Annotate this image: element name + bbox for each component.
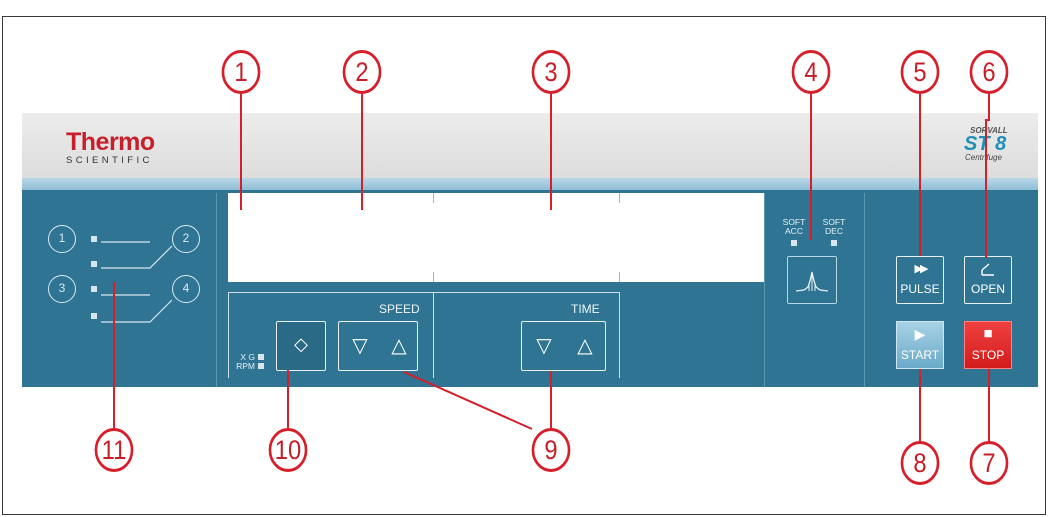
- panel-header: [22, 113, 1038, 180]
- speed-up-button[interactable]: △: [391, 335, 407, 357]
- soft-dec-led: [831, 240, 837, 246]
- speed-adjust-keys: [338, 321, 418, 371]
- soft-acc-label-1: SOFT: [782, 217, 806, 227]
- time-section-line: [433, 292, 434, 378]
- program-button-1[interactable]: 1: [48, 225, 76, 253]
- display-tick-1: [433, 193, 434, 203]
- display-tick-3: [433, 272, 434, 282]
- thermo-logo: Thermo: [66, 128, 155, 156]
- panel-divider-left: [216, 193, 217, 387]
- program-led-4: [91, 313, 97, 319]
- time-down-button[interactable]: ▽: [536, 335, 552, 357]
- product-type: Centrifuge: [965, 153, 1002, 162]
- unit-xg-led: [258, 354, 264, 360]
- unit-rpm-label: RPM: [236, 361, 255, 371]
- speed-section-line: [228, 292, 229, 378]
- pulse-button-label: PULSE: [900, 282, 940, 296]
- start-button-label: START: [900, 348, 940, 362]
- callout-10: 10: [268, 428, 308, 472]
- open-button-label: OPEN: [970, 282, 1005, 296]
- program-button-4[interactable]: 4: [172, 275, 200, 303]
- soft-acc-led: [791, 240, 797, 246]
- stop-button[interactable]: ■ STOP: [964, 321, 1012, 369]
- speed-down-button[interactable]: ▽: [352, 335, 368, 357]
- lid-open-icon: [981, 263, 994, 276]
- speed-label: SPEED: [379, 302, 420, 316]
- callout-8: 8: [900, 441, 940, 485]
- pulse-button[interactable]: ▶▶ PULSE: [896, 256, 944, 304]
- time-up-button[interactable]: △: [577, 335, 593, 357]
- display-tick-2: [619, 193, 620, 203]
- program-button-2[interactable]: 2: [172, 225, 200, 253]
- figure-frame: [2, 16, 1046, 515]
- speed-section-cap: [228, 292, 433, 293]
- soft-dec-label-2: DEC: [825, 226, 843, 236]
- display-screen: [228, 193, 764, 282]
- open-lid-button[interactable]: OPEN: [964, 256, 1012, 304]
- stop-square-icon: ■: [983, 325, 993, 342]
- unit-rpm-led: [258, 363, 264, 369]
- program-led-1: [91, 236, 97, 242]
- soft-mode-button[interactable]: [787, 256, 837, 304]
- fast-forward-icon: ▶▶: [914, 263, 929, 275]
- header-stripe: [22, 178, 1038, 191]
- panel-divider-mid: [764, 193, 765, 387]
- callout-3: 3: [531, 50, 571, 94]
- ramp-curve-icon: [795, 271, 829, 292]
- panel-divider-right: [864, 193, 865, 387]
- callout-5: 5: [900, 50, 940, 94]
- callout-6: 6: [969, 50, 1009, 94]
- callout-4: 4: [791, 50, 831, 94]
- time-section-cap: [433, 292, 619, 293]
- scientific-logo: SCIENTIFIC: [66, 155, 153, 166]
- stop-button-label: STOP: [971, 348, 1005, 362]
- callout-2: 2: [342, 50, 382, 94]
- display-tick-4: [619, 272, 620, 282]
- soft-dec-label-1: SOFT: [822, 217, 846, 227]
- program-led-2: [91, 261, 97, 267]
- callout-9: 9: [531, 428, 571, 472]
- start-button[interactable]: ▶ START: [896, 321, 944, 369]
- diamond-toggle-icon: ◇: [294, 334, 308, 354]
- soft-acc-label-2: ACC: [785, 226, 803, 236]
- unit-xg-label: X G: [240, 352, 255, 362]
- time-adjust-keys: [521, 321, 606, 371]
- callout-7: 7: [969, 441, 1009, 485]
- callout-1: 1: [221, 50, 261, 94]
- program-led-3: [91, 286, 97, 292]
- play-icon: ▶: [914, 326, 926, 342]
- speed-unit-toggle-button[interactable]: ◇: [276, 321, 326, 371]
- time-section-end: [619, 292, 620, 378]
- callout-11: 11: [94, 428, 134, 472]
- program-button-3[interactable]: 3: [48, 275, 76, 303]
- time-label: TIME: [571, 302, 600, 316]
